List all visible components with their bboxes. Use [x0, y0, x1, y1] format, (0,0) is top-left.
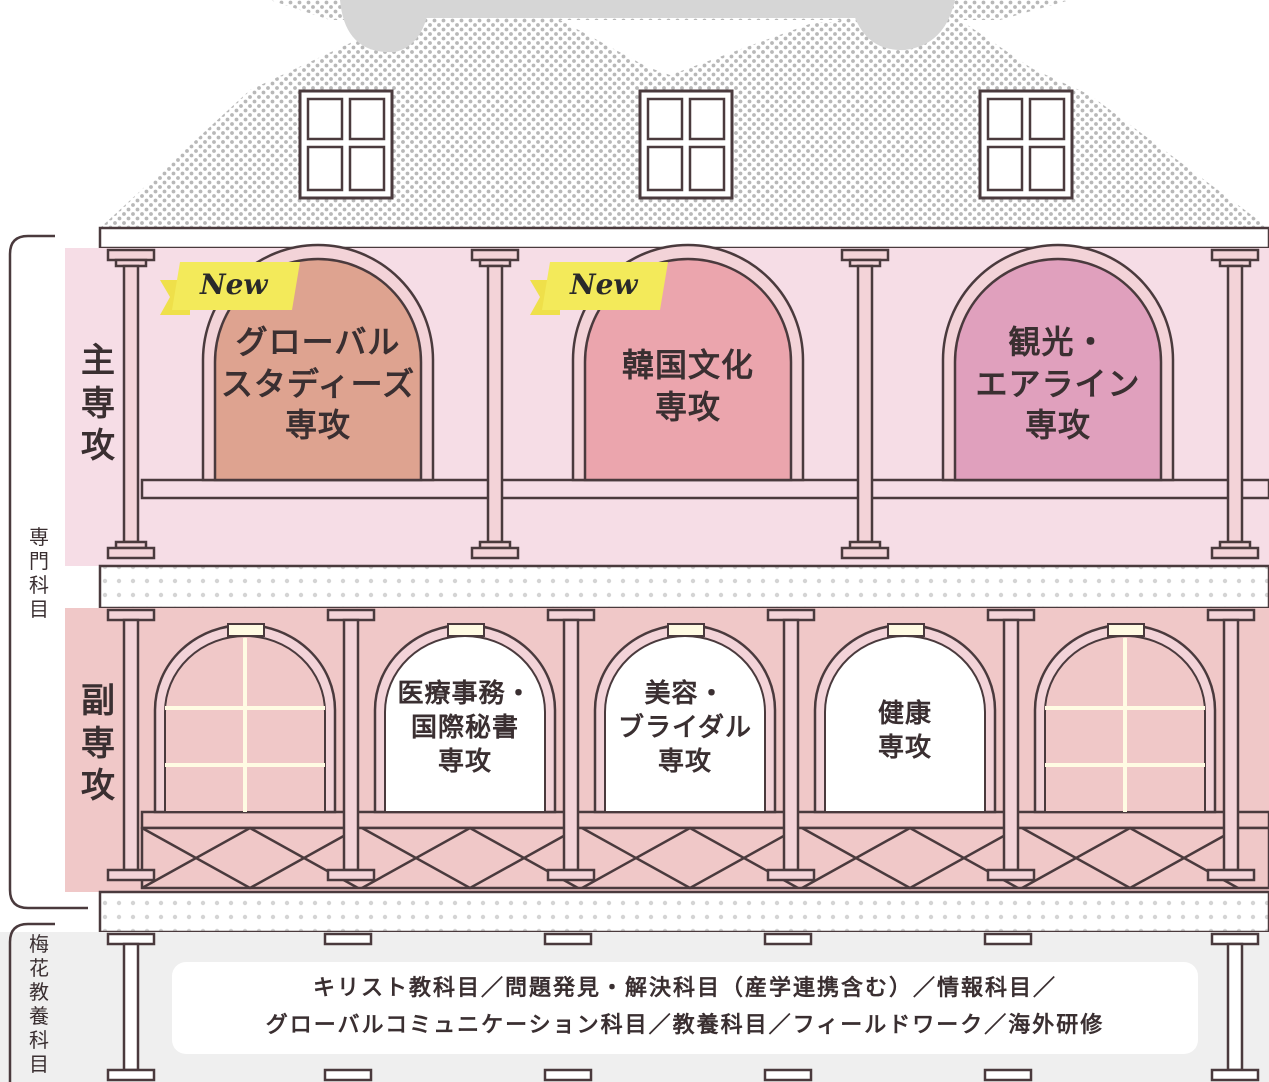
label-char: 副 — [81, 681, 115, 721]
main-major-label: 主 専 攻 — [78, 340, 118, 468]
label-char: 目 — [29, 597, 49, 621]
label-char: 門 — [29, 549, 49, 573]
major-name-line: エアライン — [975, 364, 1141, 403]
label-char: 主 — [81, 341, 115, 381]
sub-major-beauty-bridal[interactable]: 美容・ ブライダル 専攻 — [605, 678, 765, 779]
label-char: 専 — [29, 525, 49, 549]
sub-arch-window-right — [1033, 623, 1217, 814]
specialized-label: 専 門 科 目 — [26, 525, 52, 621]
sub-arch-1 — [373, 623, 557, 814]
major-name-line: 専攻 — [654, 387, 721, 426]
main-pillars — [106, 248, 1260, 560]
sub-major-health[interactable]: 健康 専攻 — [825, 698, 985, 766]
major-name-line: ブライダル — [618, 712, 752, 743]
label-char: 専 — [81, 723, 115, 764]
major-name-line: 美容・ — [644, 679, 726, 709]
new-badge-text-2: New — [570, 268, 638, 301]
liberal-arts-subjects: キリスト教科目／問題発見・解決科目（産学連携含む）／情報科目／ グローバルコミュ… — [175, 970, 1195, 1045]
new-badge-text-1: New — [200, 268, 268, 301]
new-badge-1 — [160, 262, 300, 315]
label-char: 攻 — [81, 426, 115, 466]
major-name-line: 専攻 — [1024, 406, 1091, 445]
roof-cloud-right — [850, 0, 955, 51]
label-char: 梅 — [29, 932, 49, 956]
major-name-line: 健康 — [877, 699, 932, 729]
sub-arch-window-left — [153, 623, 337, 814]
new-badge-2 — [530, 262, 668, 315]
label-char: 専 — [81, 383, 115, 424]
major-name-line: 医療事務・ — [397, 679, 533, 709]
floor-slab-2 — [98, 890, 1269, 934]
label-char: 攻 — [81, 766, 115, 806]
major-name-line: 専攻 — [284, 406, 351, 445]
liberal-arts-card — [172, 962, 1198, 1054]
major-name-line: 国際秘書 — [410, 712, 519, 743]
label-char: 花 — [29, 956, 49, 980]
sub-pillars — [106, 608, 1256, 882]
main-major-tourism-airline[interactable]: 観光・ エアライン 専攻 — [955, 322, 1161, 447]
roof-window-3 — [978, 89, 1074, 200]
subjects-line: キリスト教科目／問題発見・解決科目（産学連携含む）／情報科目／ — [312, 975, 1057, 1001]
major-name-line: 観光・ — [1008, 323, 1108, 361]
major-name-line: 専攻 — [437, 746, 492, 777]
roof-window-2 — [638, 89, 734, 200]
major-name-line: 専攻 — [877, 732, 932, 763]
subjects-line: グローバルコミュニケーション科目／教養科目／フィールドワーク／海外研修 — [265, 1012, 1105, 1039]
sub-arch-3 — [813, 623, 997, 814]
main-arch-3 — [941, 243, 1175, 482]
label-char: 養 — [29, 1004, 49, 1028]
liberal-arts-bracket — [8, 922, 55, 1082]
main-major-korean-culture[interactable]: 韓国文化 専攻 — [585, 345, 791, 428]
label-char: 科 — [29, 573, 49, 597]
sub-major-medical-secretary[interactable]: 医療事務・ 国際秘書 専攻 — [385, 678, 545, 779]
major-name-line: スタディーズ — [220, 364, 416, 403]
label-char: 科 — [29, 1028, 49, 1052]
sub-major-label: 副 専 攻 — [78, 680, 118, 808]
main-major-global-studies[interactable]: グローバル スタディーズ 専攻 — [215, 322, 421, 447]
sub-arch-2 — [593, 623, 777, 814]
bottom-pillars — [106, 932, 1260, 1082]
floor-slab-1 — [98, 564, 1269, 610]
label-char: 教 — [29, 980, 49, 1004]
major-name-line: 韓国文化 — [621, 346, 754, 384]
roof-window-1 — [298, 89, 394, 200]
major-name-line: 専攻 — [657, 746, 712, 777]
sub-truss — [140, 810, 1269, 890]
specialized-bracket — [8, 234, 88, 910]
major-name-line: グローバル — [235, 323, 401, 361]
label-char: 目 — [29, 1052, 49, 1076]
liberal-arts-label: 梅 花 教 養 科 目 — [26, 932, 52, 1076]
